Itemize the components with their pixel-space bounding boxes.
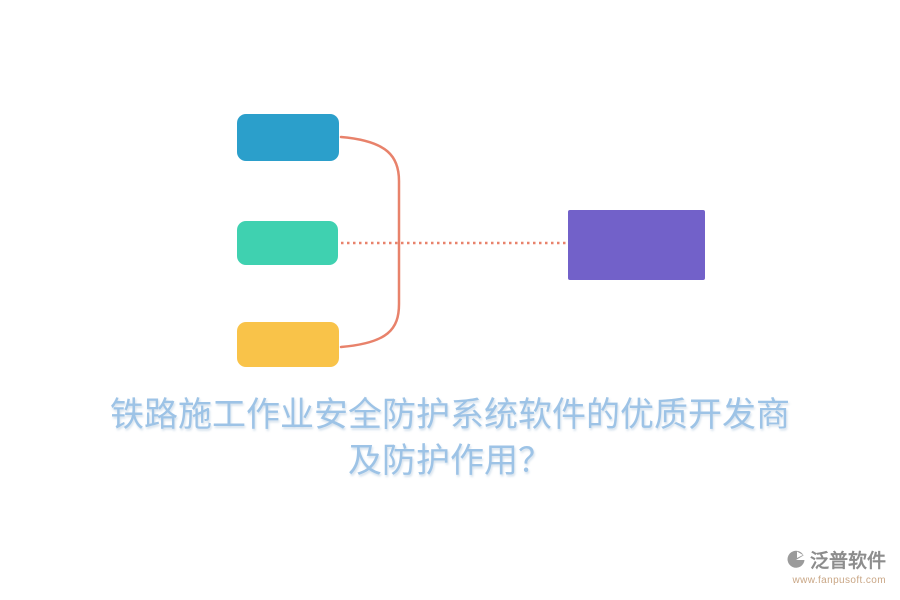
title-line-2: 及防护作用？ [348,443,552,480]
brand-name: 泛普软件 [809,551,886,572]
result-box [568,210,705,280]
page-title: 铁路施工作业安全防护系统软件的优质开发商 及防护作用？ [0,393,900,485]
step-box-middle [237,221,338,265]
fanpu-pie-logo-notch [796,551,803,558]
step-box-top [237,114,339,161]
title-line-1: 铁路施工作业安全防护系统软件的优质开发商 [110,397,790,434]
fanpu-pie-logo-shape [787,550,805,568]
bracket-connector [339,135,401,349]
brand-row: 泛普软件 [786,546,886,573]
brand-website: www.fanpusoft.com [792,575,886,586]
fanpu-pie-logo-icon [786,550,806,570]
step-box-bottom [237,322,339,367]
footer-brand-block: 泛普软件 www.fanpusoft.com [786,546,886,586]
